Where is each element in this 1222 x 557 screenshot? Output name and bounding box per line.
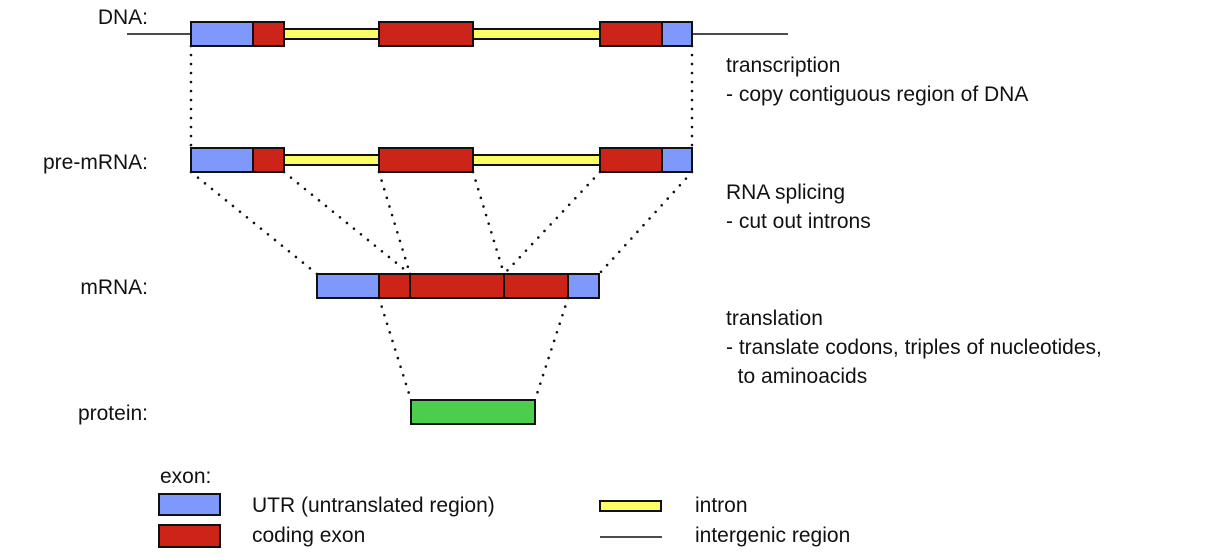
dotted-connector: [377, 296, 413, 402]
legend: exon: UTR (untranslated region) coding e…: [158, 465, 850, 548]
segment-utr: [661, 21, 693, 47]
segment-intron: [283, 154, 380, 166]
connector-lines: [189, 44, 694, 402]
legend-label-utr: UTR (untranslated region): [252, 494, 495, 517]
segment-coding: [503, 273, 569, 299]
segment-coding: [252, 147, 285, 173]
row-label-protein: protein:: [78, 402, 148, 425]
step-detail: - cut out introns: [726, 210, 871, 233]
step-detail: to aminoacids: [726, 365, 867, 388]
step-detail: - copy contiguous region of DNA: [726, 83, 1028, 106]
segment-utr: [661, 147, 693, 173]
dotted-connector: [282, 170, 412, 276]
step-rna-splicing: RNA splicing - cut out introns: [726, 181, 871, 233]
step-title: transcription: [726, 54, 840, 77]
dotted-connector: [377, 170, 412, 276]
step-title: translation: [726, 307, 823, 330]
segment-utr: [190, 147, 254, 173]
segment-coding: [378, 21, 474, 47]
segment-coding: [599, 21, 663, 47]
row-label-mrna: mRNA:: [80, 276, 148, 299]
legend-swatch-coding-exon: [158, 524, 221, 548]
segment-intron: [283, 28, 380, 40]
segment-utr: [316, 273, 380, 299]
segment-utr: [567, 273, 600, 299]
legend-heading: exon:: [160, 465, 211, 488]
segment-utr: [190, 21, 254, 47]
legend-swatch-intron: [599, 500, 662, 512]
segment-coding: [599, 147, 663, 173]
step-transcription: transcription - copy contiguous region o…: [726, 54, 1028, 106]
step-detail: - translate codons, triples of nucleotid…: [726, 336, 1102, 359]
protein-bar: [410, 399, 536, 425]
dotted-connector: [502, 170, 602, 276]
segment-intron: [472, 28, 601, 40]
legend-label-coding-exon: coding exon: [252, 524, 365, 547]
row-label-dna: DNA:: [98, 6, 148, 29]
segment-intron: [472, 154, 601, 166]
segment-coding: [378, 147, 474, 173]
dotted-connector: [533, 296, 570, 402]
dna-strand: [190, 21, 693, 47]
dotted-connector: [471, 170, 506, 276]
mrna-strand: [316, 273, 600, 299]
legend-label-intergenic: intergenic region: [695, 524, 850, 547]
segment-coding: [252, 21, 285, 47]
segment-coding: [378, 273, 411, 299]
pre-mrna-strand: [190, 147, 693, 173]
step-title: RNA splicing: [726, 181, 845, 204]
dotted-connector: [189, 170, 319, 276]
legend-swatch-utr: [158, 493, 221, 516]
row-label-pre-mrna: pre-mRNA:: [43, 151, 148, 174]
dotted-connector: [597, 170, 694, 276]
step-translation: translation - translate codons, triples …: [726, 307, 1102, 388]
segment-coding: [409, 273, 505, 299]
legend-label-intron: intron: [695, 494, 748, 517]
